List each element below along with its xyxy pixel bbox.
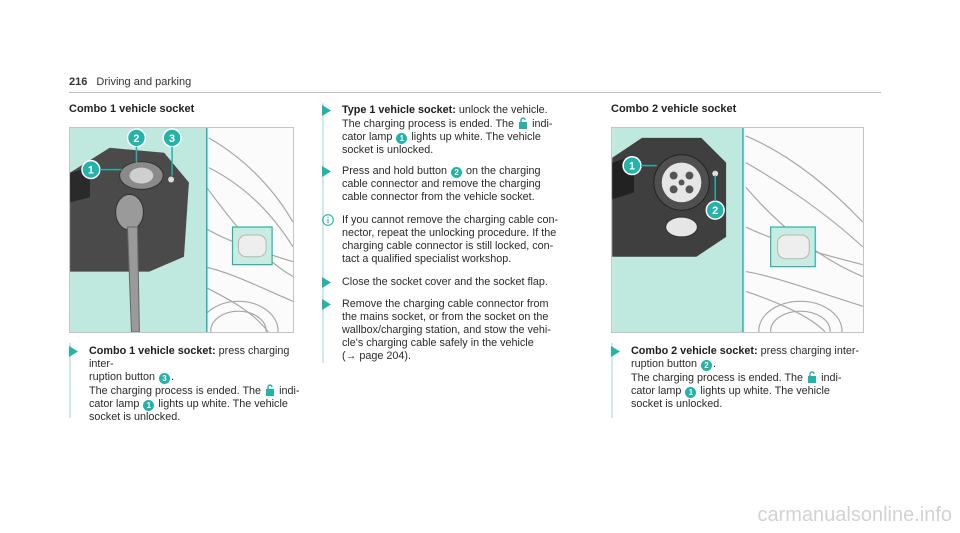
combo2-title: Combo 2 vehicle socket [611,103,737,115]
callout-3: 3 [169,133,175,145]
combo1-step-text: socket is unlocked. [89,411,181,423]
play-arrow-icon [322,105,331,116]
combo2-step-text: . [713,358,717,370]
type1-step-text: Remove the charging cable connector from [342,298,549,310]
page-number: 216 [69,76,88,88]
callout-badge: 1 [685,387,697,398]
type1-step-text: socket is unlocked. [342,144,434,156]
callout-badge: 1 [396,133,408,144]
unlock-icon [518,117,528,129]
type1-step-3: Close the socket cover and the socket fl… [322,276,577,289]
combo2-step-text: lights up white. The vehicle [700,385,830,397]
combo2-step-label: Combo 2 vehicle socket: [631,345,758,357]
type1-step-text: the mains socket, or from the socket on … [342,311,549,323]
callout-badge: 2 [701,360,713,371]
type1-step-text: on the charging [466,165,541,177]
combo1-step: Combo 1 vehicle socket: press charging i… [69,345,309,424]
page-reference-link[interactable]: (→ page 204). [342,350,412,362]
callout-2: 2 [712,205,718,217]
combo2-step-text: socket is unlocked. [631,398,723,410]
combo1-illustration-svg: 1 2 3 [70,128,293,332]
combo2-step-text: cator lamp [631,385,682,397]
callout-badge: 2 [451,167,463,178]
play-arrow-icon [69,346,78,357]
step-bar [611,343,613,418]
combo2-illustration-svg: 1 2 [612,128,863,332]
combo2-step: Combo 2 vehicle socket: press charging i… [611,345,866,411]
type1-step-text: indi- [532,118,553,130]
type1-step-1: Type 1 vehicle socket: unlock the vehicl… [322,104,577,157]
type1-step-4: Remove the charging cable connector from… [322,298,577,363]
combo2-step-text: press charging inter- [760,345,860,357]
type1-step-text: lights up white. The vehicle [411,131,541,143]
combo2-step-text: indi- [821,372,842,384]
combo1-step-text: indi- [279,385,300,397]
unlock-icon [265,384,275,396]
callout-1: 1 [88,165,94,177]
type1-step-text: The charging process is ended. The [342,118,515,130]
type1-step-2: Press and hold button 2 on the charging … [322,165,577,204]
step-bar [69,343,71,418]
type1-step-label: Type 1 vehicle socket: [342,104,456,116]
play-arrow-icon [322,166,331,177]
type1-step-text: cle's charging cable safely in the vehic… [342,337,534,349]
type1-step-text: Close the socket cover and the socket fl… [342,276,548,288]
callout-badge: 1 [143,400,155,411]
combo1-step-text: lights up white. The vehicle [158,398,288,410]
type1-step-text: cator lamp [342,131,393,143]
combo1-step-text: . [171,371,175,383]
callout-1: 1 [629,161,635,173]
callout-badge: 3 [159,373,171,384]
combo1-illustration: 1 2 3 [69,127,294,333]
type1-step-text: Press and hold button [342,165,448,177]
play-arrow-icon [322,277,331,288]
combo1-step-text: ruption button [89,371,156,383]
type1-step-text: cable connector and remove the charging [342,178,541,190]
combo2-illustration: 1 2 [611,127,864,333]
type1-note: If you cannot remove the charging cable … [322,214,582,266]
note-text: If you cannot remove the charging cable … [342,214,559,226]
combo1-step-label: Combo 1 vehicle socket: [89,345,216,357]
unlock-icon [807,371,817,383]
watermark: carmanualsonline.info [757,504,952,526]
header-divider [69,92,881,93]
note-text: nector, repeat the unlocking procedure. … [342,227,557,239]
type1-step-text: cable connector from the vehicle socket. [342,191,535,203]
combo1-step-text: The charging process is ended. The [89,385,262,397]
section-title: Driving and parking [96,76,192,88]
combo1-step-text: cator lamp [89,398,140,410]
page-header: 216 Driving and parking [69,76,191,88]
note-text: tact a qualified specialist workshop. [342,253,512,265]
type1-step-text: wallbox/charging station, and stow the v… [342,324,551,336]
info-icon [322,214,334,226]
callout-2: 2 [133,133,139,145]
combo2-step-text: ruption button [631,358,698,370]
play-arrow-icon [611,346,620,357]
combo1-step-text: press charging inter- [89,345,290,370]
type1-step-text: unlock the vehicle. [458,104,548,116]
step-bar [322,103,324,363]
note-text: charging cable connector is still locked… [342,240,554,252]
combo1-title: Combo 1 vehicle socket [69,103,195,115]
play-arrow-icon [322,299,331,310]
combo2-step-text: The charging process is ended. The [631,372,804,384]
